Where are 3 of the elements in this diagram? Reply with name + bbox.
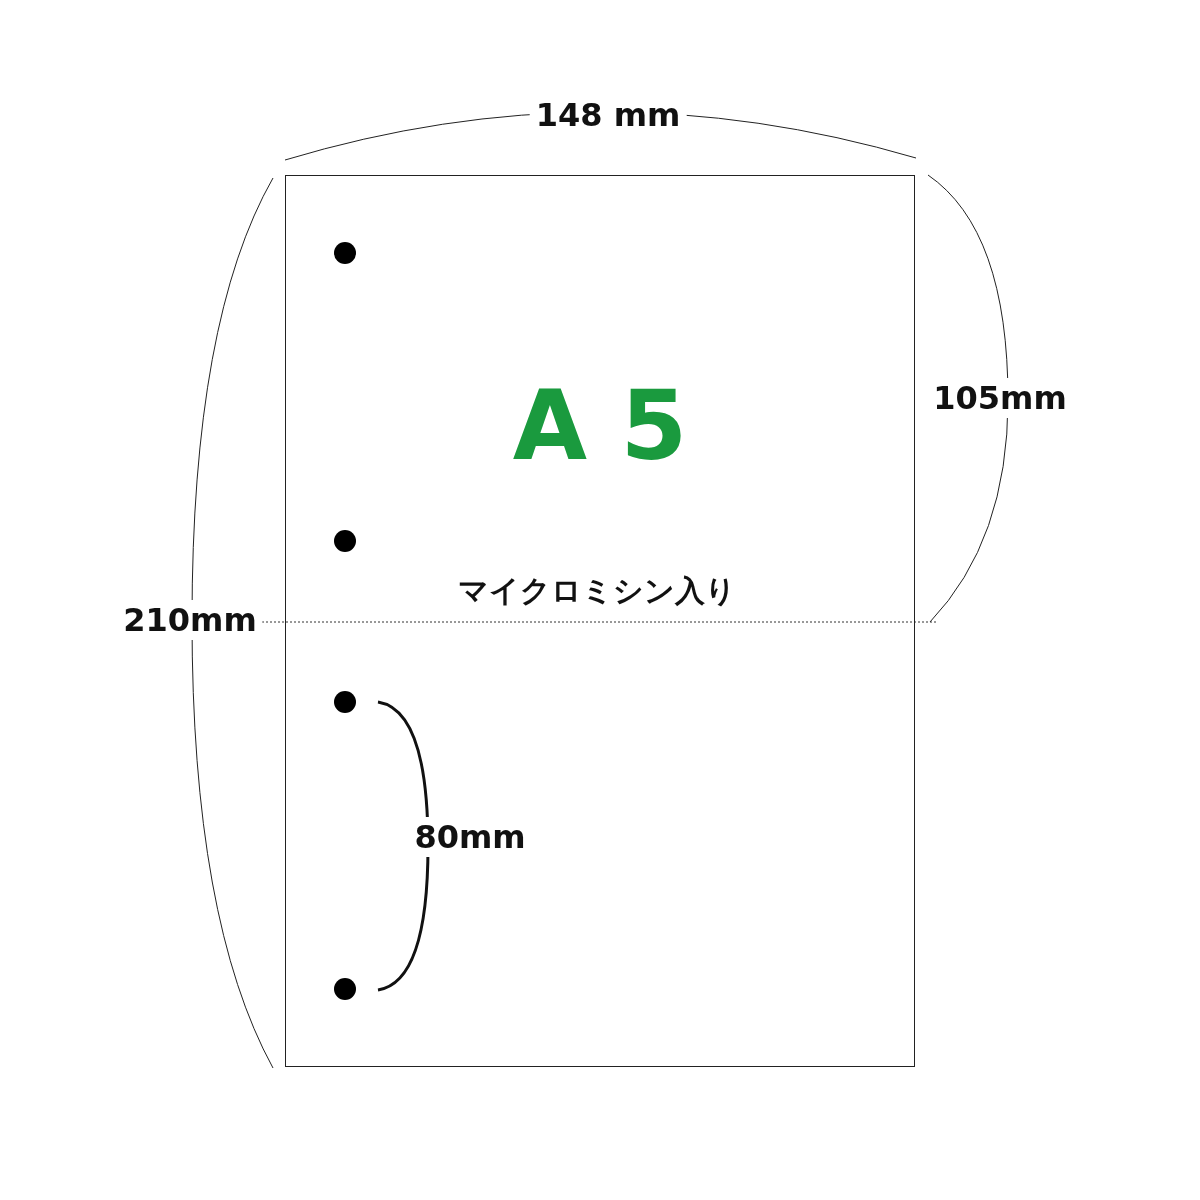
perforation-label: マイクロミシン入り	[458, 572, 736, 610]
paper-size-title: A 5	[512, 371, 688, 481]
paper-sheet	[285, 175, 915, 1067]
